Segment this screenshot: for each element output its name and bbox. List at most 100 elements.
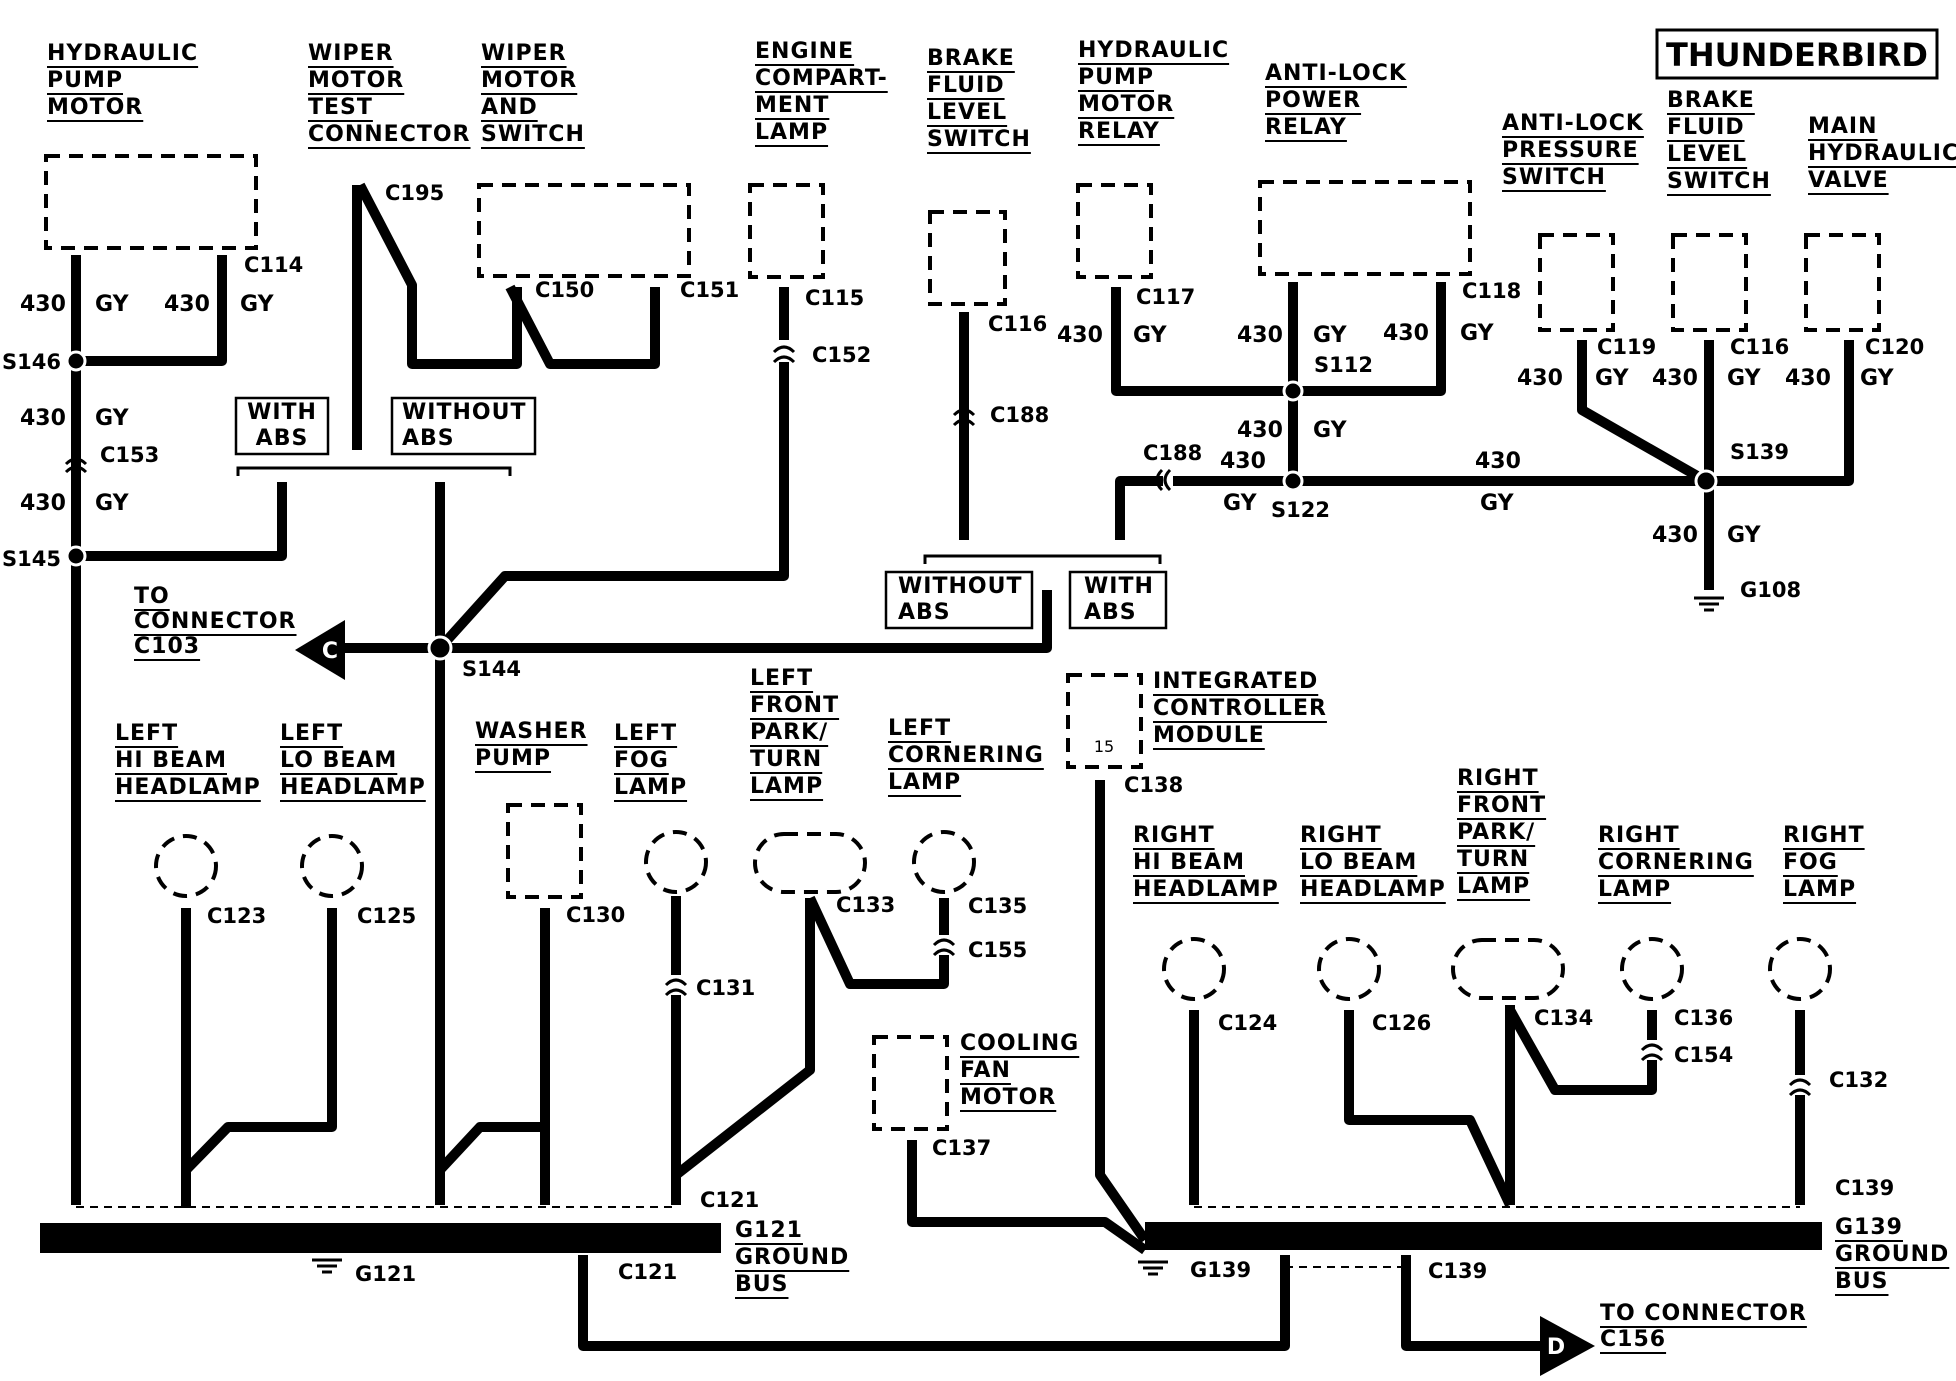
right-fog-lamp [1768,937,1832,1001]
cooling-fan-motor [872,1035,949,1131]
washer-label-1: WASHER [475,719,588,744]
engine-lamp-label-3: MENT [755,93,829,118]
connector-c132: C132 [1829,1068,1888,1092]
wire-color: GY [95,292,130,317]
wiper-motor-switch-label-4: SWITCH [481,122,585,147]
hyd-pump-relay-label-1: HYDRAULIC [1078,38,1229,63]
hydraulic-pump-motor-label-2: PUMP [47,68,123,93]
right-park-label-2: FRONT [1457,793,1546,818]
wire-color: GY [1223,491,1258,516]
brake-fluid-level-switch-2 [1671,233,1748,332]
icm-label-2: CONTROLLER [1153,696,1327,721]
brake-fluid-2-label-2: FLUID [1667,115,1745,140]
to-connector-c-letter: C [322,639,338,664]
wiper-motor-and-switch [477,183,691,278]
g121-bus-label-2: GROUND [735,1245,849,1270]
g121-ground-bus [40,1223,721,1253]
left-cornering-lamp [912,830,976,894]
right-corner-label-3: LAMP [1598,877,1671,902]
right-corner-label-2: CORNERING [1598,850,1754,875]
connector-c134: C134 [1534,1006,1593,1030]
splice-s139: S139 [1730,440,1789,464]
left-hi-label-2: HI BEAM [115,748,227,773]
hyd-pump-relay-label-3: MOTOR [1078,92,1174,117]
wire-num: 430 [1785,366,1831,391]
hydraulic-pump-motor-relay [1076,183,1153,279]
with-abs-box-right [1068,570,1168,630]
engine-lamp-label-1: ENGINE [755,39,854,64]
main-valve-label-1: MAIN [1808,114,1878,139]
washer-pump [506,803,583,899]
with-abs-box-left [234,396,330,456]
with-abs-left-line2: ABS [256,426,309,451]
splice-s144: S144 [462,657,521,681]
ground-g121: G121 [355,1262,416,1286]
g139-bus-label-1: G139 [1835,1215,1903,1240]
wire-num: 430 [20,406,66,431]
right-park-label-4: TURN [1457,847,1529,872]
abs-bracket-left [236,466,512,476]
hyd-pump-relay-label-4: RELAY [1078,119,1160,144]
with-abs-right-line2: ABS [1084,600,1137,625]
connector-c123: C123 [207,904,266,928]
right-hi-label-3: HEADLAMP [1133,877,1279,902]
connector-c121a: C121 [700,1188,759,1212]
wire-num: 430 [20,292,66,317]
left-park-label-1: LEFT [750,666,813,691]
left-hi-label-1: LEFT [115,721,178,746]
component-labels: HYDRAULIC PUMP MOTOR WIPER MOTOR TEST CO… [47,38,1956,1112]
connector-c115: C115 [805,286,864,310]
right-lo-label-1: RIGHT [1300,823,1382,848]
engine-lamp-label-2: COMPART- [755,66,888,91]
right-corner-label-1: RIGHT [1598,823,1680,848]
wire-color: GY [1595,366,1630,391]
left-corner-label-1: LEFT [888,716,951,741]
wire-color: GY [1860,366,1895,391]
wiper-motor-switch-label-1: WIPER [481,41,567,66]
connector-c150: C150 [535,278,594,302]
to-connector-c-line2: CONNECTOR [134,609,297,634]
connector-ticks [64,345,1812,1097]
connector-labels: C114 C195 C150 C151 C115 C152 C116 C188 … [100,181,1924,1284]
right-lo-label-2: LO BEAM [1300,850,1417,875]
cooling-fan-label-1: COOLING [960,1031,1079,1056]
brake-fluid-1-label-2: FLUID [927,73,1005,98]
wire-color: GY [1313,323,1348,348]
brake-fluid-2-label-4: SWITCH [1667,169,1771,194]
right-hi-label-2: HI BEAM [1133,850,1245,875]
to-connector-d-line2: C156 [1600,1327,1666,1352]
main-valve-label-3: VALVE [1808,168,1889,193]
wiper-test-connector-label-1: WIPER [308,41,394,66]
left-park-label-4: TURN [750,747,822,772]
left-lo-label-1: LEFT [280,721,343,746]
connector-c188b: C188 [1143,441,1202,465]
right-park-label-1: RIGHT [1457,766,1539,791]
right-park-label-5: LAMP [1457,874,1530,899]
connector-c139a: C139 [1835,1176,1894,1200]
without-abs-box-left [390,396,537,456]
hyd-pump-relay-label-2: PUMP [1078,65,1154,90]
right-cornering-lamp [1620,937,1684,1001]
wire-labels: 430 GY 430 GY 430 GY 430 GY 430 GY 430 G… [20,292,1895,548]
right-hi-label-1: RIGHT [1133,823,1215,848]
left-lo-beam-headlamp [300,834,364,898]
wire-num: 430 [1383,321,1429,346]
diagram-title: THUNDERBIRD [1666,36,1928,74]
wiper-motor-switch-label-2: MOTOR [481,68,577,93]
brake-fluid-2-label-3: LEVEL [1667,142,1747,167]
wiper-test-connector-label-3: TEST [308,95,373,120]
connector-c126: C126 [1372,1011,1431,1035]
right-lo-beam-headlamp [1317,937,1381,1001]
g121-bus-label-3: BUS [735,1272,788,1297]
brake-fluid-level-switch-1 [928,210,1007,306]
right-fog-label-2: FOG [1783,850,1838,875]
connector-c118: C118 [1462,279,1521,303]
splice-s122: S122 [1271,498,1330,522]
left-corner-label-3: LAMP [888,770,961,795]
g139-bus-label-2: GROUND [1835,1242,1949,1267]
anti-lock-power-relay [1258,180,1472,276]
integrated-controller-module [1066,673,1143,769]
connector-c153: C153 [100,443,159,467]
brake-fluid-2-label-1: BRAKE [1667,88,1755,113]
